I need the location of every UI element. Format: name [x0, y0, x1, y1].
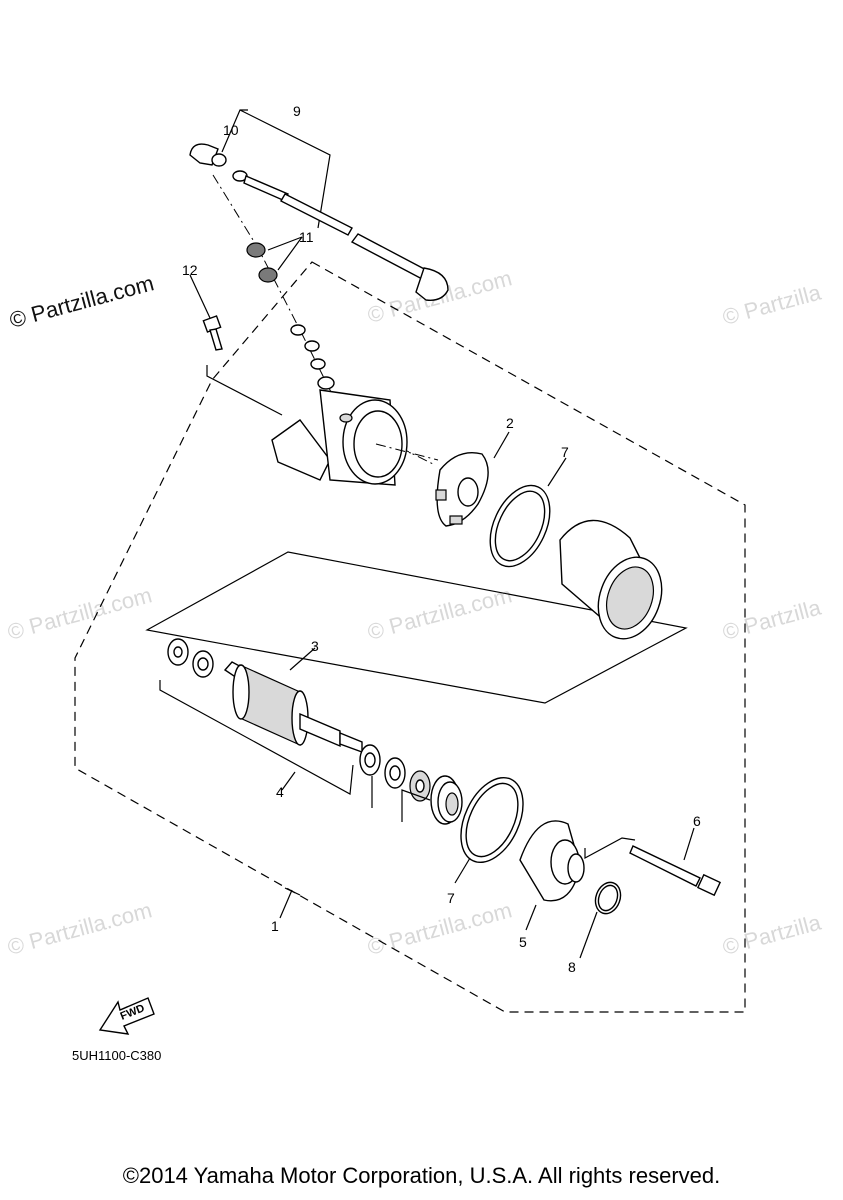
through-bolt	[629, 827, 722, 897]
callout-12: 12	[182, 262, 198, 278]
watermark: © Partzilla.com	[365, 582, 515, 645]
callout-5: 5	[519, 934, 527, 950]
motor-front-cover	[206, 365, 408, 486]
watermark: © Partzilla	[720, 279, 824, 329]
callout-11: 11	[299, 229, 314, 245]
leader-1b	[279, 889, 293, 919]
nut	[258, 267, 278, 283]
watermark: © Partzilla	[720, 909, 824, 959]
callout-2: 2	[506, 415, 514, 431]
callout-8: 8	[568, 959, 576, 975]
callout-7-bottom: 7	[447, 890, 455, 906]
bolt-12	[189, 274, 223, 351]
nuts	[212, 174, 436, 466]
ring-terminal	[211, 153, 227, 167]
armature-group-outline	[145, 551, 688, 704]
cable-end-boot	[415, 267, 449, 301]
watermark-dark: © Partzilla.com	[7, 270, 157, 333]
yoke	[559, 519, 663, 640]
watermark: © Partzilla.com	[5, 897, 155, 960]
watermark-layer: © Partzilla.com © Partzilla © Partzilla.…	[5, 265, 824, 960]
nut	[246, 242, 266, 258]
o-ring-bottom	[454, 776, 524, 884]
washer-set	[159, 680, 431, 822]
leader-1	[284, 887, 301, 896]
callout-1: 1	[271, 918, 279, 934]
brush-plate	[375, 431, 510, 527]
diagram-code: 5UH1100-C380	[72, 1048, 161, 1063]
assembly-outline	[74, 261, 746, 1013]
watermark: © Partzilla.com	[5, 582, 155, 645]
bearing	[430, 775, 463, 825]
callout-7-top: 7	[561, 444, 569, 460]
fwd-arrow-icon: FWD	[98, 997, 155, 1035]
motor-rear-cover	[519, 820, 636, 931]
callout-3: 3	[311, 638, 319, 654]
watermark: © Partzilla.com	[365, 897, 515, 960]
callout-6: 6	[693, 813, 701, 829]
callout-4: 4	[276, 784, 284, 800]
armature	[167, 638, 363, 753]
starter-cable	[189, 109, 449, 301]
watermark: © Partzilla	[720, 594, 824, 644]
o-ring-small	[579, 881, 622, 959]
copyright-notice: ©2014 Yamaha Motor Corporation, U.S.A. A…	[122, 1163, 721, 1188]
callout-9: 9	[293, 103, 301, 119]
callout-10: 10	[223, 122, 239, 138]
o-ring-top	[489, 457, 567, 568]
